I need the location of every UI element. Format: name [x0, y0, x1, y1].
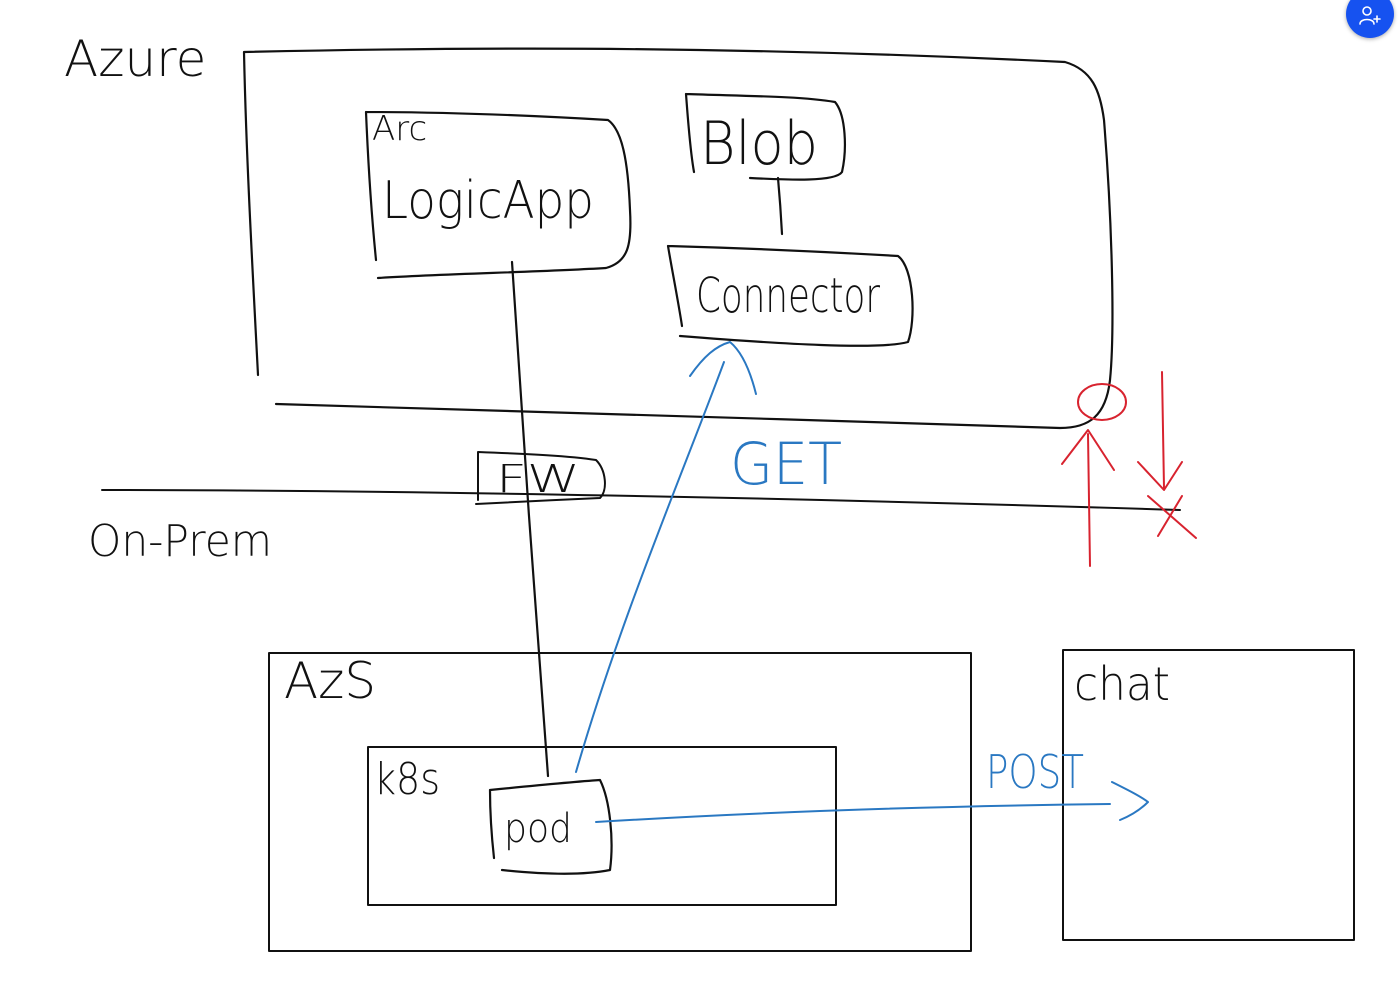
inbound-down-arrow [1137, 371, 1183, 491]
outbound-up-arrow [1061, 429, 1115, 567]
arc-label: Arc [372, 109, 427, 149]
connector-box [666, 244, 914, 347]
get-arrow [575, 341, 757, 773]
connector-label: Connector [696, 268, 880, 324]
k8s-label: k8s [374, 754, 440, 805]
pod-label: pod [504, 806, 572, 852]
blob-connector-link [776, 176, 784, 236]
blocked-x-mark [1147, 495, 1197, 539]
get-label: GET [730, 430, 842, 498]
allowed-mark-circle [1077, 383, 1127, 421]
post-label: POST [986, 745, 1084, 799]
azure-region-label: Azure [64, 30, 206, 88]
azs-box [268, 652, 972, 952]
chat-label: chat [1074, 657, 1170, 711]
blob-label: Blob [700, 109, 818, 179]
firewall-label: FW [496, 457, 580, 501]
chat-box [1062, 649, 1355, 941]
on-prem-region-label: On-Prem [88, 516, 272, 567]
logic-app-box [364, 110, 632, 280]
share-button[interactable] [1346, 0, 1394, 38]
azure-boundary [242, 47, 1114, 430]
logic-app-label: LogicApp [382, 171, 594, 231]
blob-box [684, 92, 846, 181]
azs-label: AzS [284, 652, 376, 710]
person-add-icon [1359, 6, 1381, 25]
network-boundary-line [101, 489, 1181, 511]
k8s-box [367, 746, 837, 906]
firewall-box [475, 451, 606, 505]
logic-app-pod-link [510, 260, 550, 778]
post-arrow [595, 781, 1149, 823]
